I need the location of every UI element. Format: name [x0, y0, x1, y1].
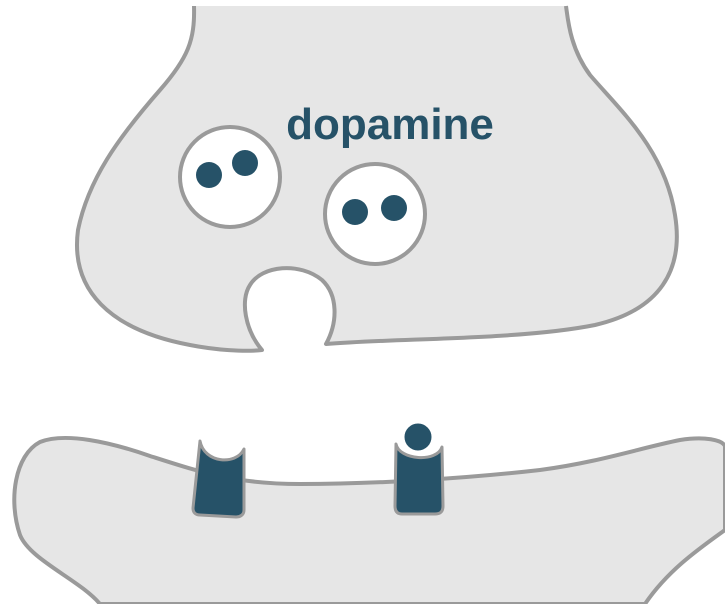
vesicle-membrane	[180, 127, 280, 227]
dopamine-label: dopamine	[286, 100, 494, 149]
postsynaptic-membrane	[14, 438, 725, 604]
vesicle-1	[180, 127, 280, 227]
bound-dopamine-molecule	[403, 422, 433, 452]
dopamine-molecule	[232, 150, 258, 176]
vesicle-2	[325, 164, 425, 264]
dopamine-molecule	[196, 162, 222, 188]
dopamine-molecule	[342, 199, 368, 225]
receptor-empty	[193, 441, 244, 517]
dopamine-molecule	[381, 195, 407, 221]
receptor-bound	[395, 444, 443, 514]
vesicle-membrane	[325, 164, 425, 264]
